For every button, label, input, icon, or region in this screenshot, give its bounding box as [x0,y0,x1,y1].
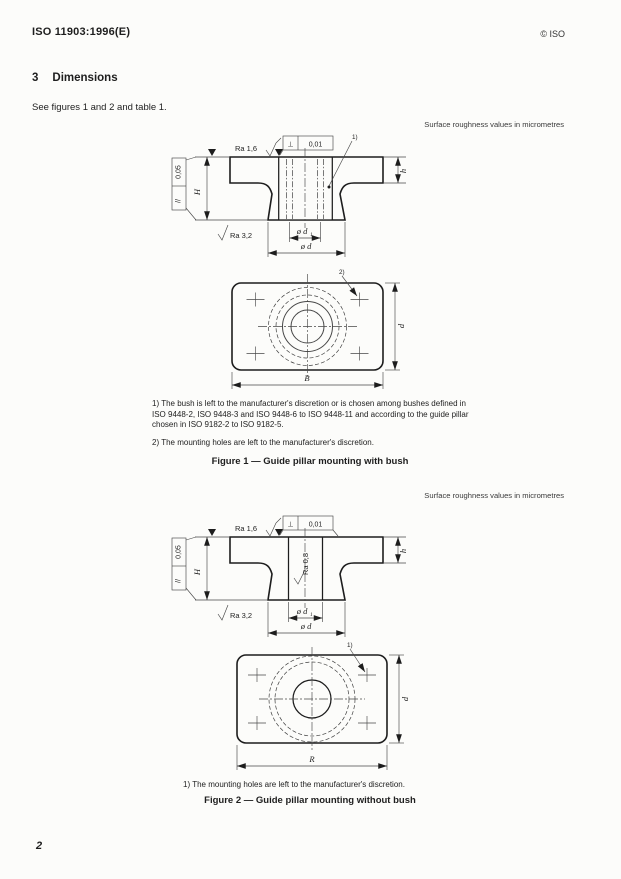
footnote-ref-holes: 2) [339,269,358,297]
figure1-footnotes: 1) The bush is left to the manufacturer'… [152,399,474,455]
surface-finish-icon [217,224,229,241]
dim-d: ø d [267,602,346,637]
footnote-ref-bush: 1) [327,134,358,189]
dim-H: H [192,537,210,600]
surface-finish-icon [265,142,277,157]
centerlines [259,647,365,751]
roughness-bottom: Ra 3,2 [217,224,252,241]
dim-B: R [236,745,388,770]
section-heading: 3 Dimensions [32,72,118,84]
dim-depth-label: d [400,696,410,701]
datum-triangles [208,149,283,156]
dim-h: h [395,537,408,563]
dim-d: ø d [267,222,346,257]
footnote-ref-holes: 1) [347,642,366,673]
dim-B: B [231,372,384,389]
copyright-notice: © ISO [540,29,565,39]
figure2-caption: Figure 2 — Guide pillar mounting without… [204,795,416,806]
roughness-top-label: Ra 1,6 [235,524,257,533]
dim-d1-subscript: 1 [310,612,313,618]
roughness-bottom: Ra 3,2 [217,604,252,621]
parallelism-value: 0,05 [176,545,183,559]
roughness-top-label: Ra 1,6 [235,144,257,153]
surface-finish-icon [217,604,229,621]
intro-text: See figures 1 and 2 and table 1. [32,102,167,113]
centerlines [258,274,357,379]
figure2-footnote: 1) The mounting holes are left to the ma… [183,780,405,789]
dim-h: h [395,157,408,183]
surface-finish-icon [293,569,306,585]
dim-d-label: ø d [300,621,312,631]
roughness-top: Ra 1,6 [235,517,282,537]
leader-dot [327,185,331,189]
perpendicularity-symbol: ⊥ [287,142,293,149]
dim-depth: d [385,282,406,371]
dim-width-label: R [308,754,315,764]
footnote-ref-label: 2) [339,269,345,276]
roughness-bottom-label: Ra 3,2 [230,611,252,620]
roughness-top: Ra 1,6 [235,137,282,157]
bore-clear-area [289,538,322,600]
dim-d-label: ø d [300,241,312,251]
mounting-hole-marks [248,668,376,730]
parallelism-symbol: // [176,579,183,583]
perpendicularity-value: 0,01 [309,142,323,149]
dim-depth: d [389,654,410,744]
perpendicularity-frame: ⊥ 0,01 [279,515,339,537]
section-body [229,528,384,608]
roughness-note-1: Surface roughness values in micrometres [424,120,564,129]
parallelism-frame: // 0,05 [171,156,197,221]
dim-depth-label: d [396,323,406,328]
page-number: 2 [36,840,43,852]
dim-d1: ø d 1 [288,602,323,622]
perpendicularity-value: 0,01 [309,522,323,529]
section-outline-hatched [229,536,384,601]
footnote-2: 2) The mounting holes are left to the ma… [152,437,374,447]
dim-d1: ø d 1 [289,222,321,242]
perpendicularity-frame: ⊥ 0,01 [279,135,334,156]
parallelism-value: 0,05 [176,165,183,179]
parallelism-symbol: // [176,199,183,203]
mounting-hole-marks [246,292,369,361]
section-number: 3 [32,72,39,84]
surface-finish-icon [265,522,277,537]
section-outline-hatched [229,156,384,221]
figure1-caption: Figure 1 — Guide pillar mounting with bu… [211,456,409,467]
roughness-bore-label: Ra 0,8 [301,553,310,575]
figure2-section-drawing: H // 0,05 Ra 1,6 ⊥ 0,01 Ra 0,8 [171,515,408,637]
dim-width-label: B [304,373,309,383]
section-title: Dimensions [52,72,118,84]
dim-d1-label: ø d [296,226,308,236]
footnote-ref-label: 1) [352,134,358,141]
parallelism-frame: // 0,05 [171,536,197,601]
footnote-ref-label: 1) [347,642,353,649]
dim-H: H [192,157,210,220]
dim-H-label: H [192,568,202,576]
dim-h-label: h [398,169,408,173]
dim-H-label: H [192,188,202,196]
bush-phantom-lines [286,159,324,219]
footnote-1: 1) The bush is left to the manufacturer'… [152,399,469,430]
datum-triangles [208,529,283,536]
figure1-plan-drawing: 2) B d [231,269,406,389]
dim-d1-label: ø d [296,606,308,616]
document-reference: ISO 11903:1996(E) [32,26,131,38]
dim-h-label: h [398,549,408,553]
figure2-plan-drawing: 1) R d [236,642,410,770]
perpendicularity-symbol: ⊥ [287,522,293,529]
figure1-section-drawing: H // 0,05 Ra 1,6 ⊥ 0,01 1) [171,134,408,257]
roughness-note-2: Surface roughness values in micrometres [424,491,564,500]
roughness-bore: Ra 0,8 [293,553,310,585]
dim-d1-subscript: 1 [310,232,313,238]
section-body [229,148,384,228]
roughness-bottom-label: Ra 3,2 [230,231,252,240]
bore-clear-area [279,158,332,220]
